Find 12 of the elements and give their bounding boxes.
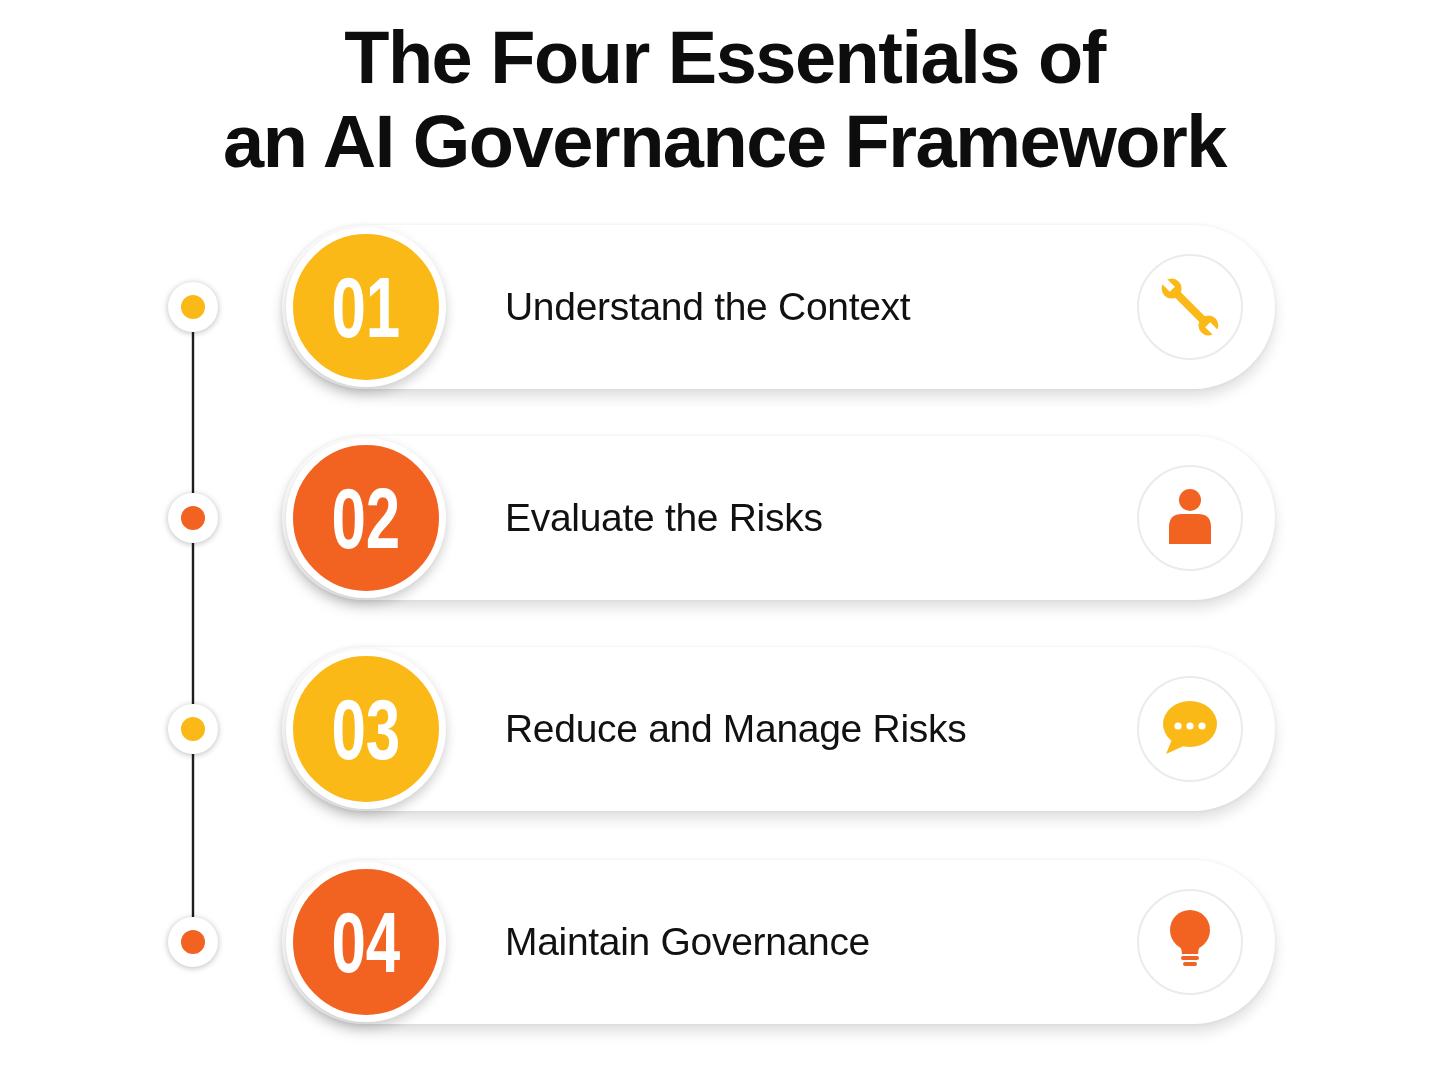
step-number: 04 [331,899,401,985]
connector-line [191,332,195,493]
title: The Four Essentials of an AI Governance Framework [223,16,1226,184]
connector-line [191,754,195,917]
step-title: Understand the Context [505,284,911,330]
step-number: 02 [331,475,401,561]
step-number: 03 [331,686,401,772]
connector-line [191,543,195,704]
step-title: Evaluate the Risks [505,495,823,541]
step-number: 01 [331,264,401,350]
step-title: Maintain Governance [505,919,870,965]
step-title: Reduce and Manage Risks [505,706,967,752]
